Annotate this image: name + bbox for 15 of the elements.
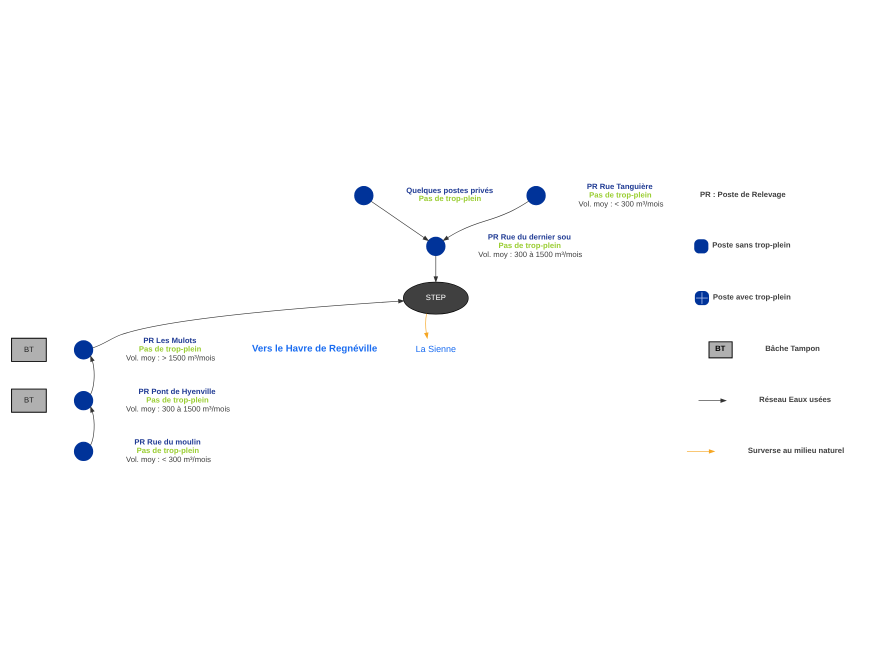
arrow <box>442 200 528 241</box>
arrow <box>90 354 94 394</box>
label: Vers le Havre de Regnéville <box>251 342 377 354</box>
node-circle <box>354 185 373 205</box>
node-circle <box>73 390 93 410</box>
arrow <box>370 200 429 241</box>
node-text: La Sienne <box>415 344 456 354</box>
node-circle <box>73 441 93 461</box>
arrow <box>90 406 94 445</box>
node-circle <box>73 340 93 359</box>
arrow <box>433 254 438 282</box>
arrow <box>424 312 428 339</box>
arrow <box>92 298 404 348</box>
node-circle <box>426 236 445 256</box>
node-circle <box>526 185 546 205</box>
